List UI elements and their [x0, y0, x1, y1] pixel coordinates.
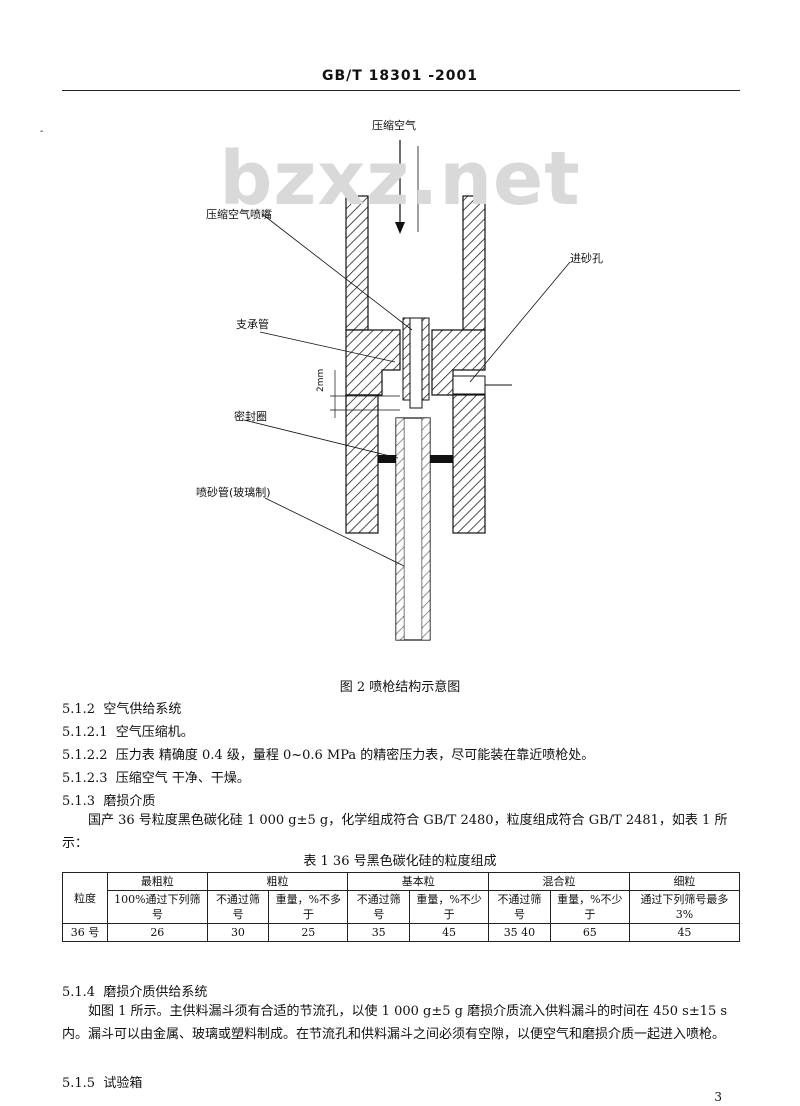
body-mid-left — [345, 329, 401, 396]
header-rule — [62, 90, 740, 91]
group-header: 基本粒 — [347, 872, 490, 891]
section-5-1-3: 5.1.3 磨损介质 — [62, 790, 155, 809]
section-5-1-2-1: 5.1.2.1 空气压缩机。 — [62, 721, 194, 740]
group-header: 最粗粒 — [107, 872, 208, 891]
section-5-1-2-2: 5.1.2.2 压力表 精确度 0.4 级，量程 0~0.6 MPa 的精密压力… — [62, 744, 594, 763]
table-cell: 36 号 — [62, 923, 108, 942]
label-sand-tube: 喷砂管(玻璃制) — [196, 486, 271, 499]
section-5-1-4: 5.1.4 磨损介质供给系统 — [62, 981, 207, 1000]
section-number: 5.1.3 — [62, 794, 96, 809]
section-text: 空气供给系统 — [103, 702, 182, 717]
table-cell: 65 — [549, 923, 630, 942]
section-text: 压力表 精确度 0.4 级，量程 0~0.6 MPa 的精密压力表，尽可能装在靠… — [115, 748, 595, 763]
label-seal-ring: 密封圈 — [234, 410, 267, 423]
table-cell: 35 40 — [488, 923, 551, 942]
paragraph-5-1-4: 如图 1 所示。主供料漏斗须有合适的节流孔，以使 1 000 g±5 g 磨损介… — [62, 1004, 728, 1042]
label-2mm: 2mm — [316, 368, 326, 392]
page-number: 3 — [714, 1090, 722, 1104]
table-cell: 45 — [408, 923, 490, 942]
table-cell: 30 — [206, 923, 270, 942]
table-row: 36 号 26 30 25 35 45 35 40 65 45 — [62, 923, 741, 942]
subheader: 重量，%不少于 — [408, 890, 490, 924]
table-caption: 表 1 36 号黑色碳化硅的粒度组成 — [303, 854, 497, 869]
body-lower-right — [452, 394, 486, 534]
group-header: 粗粒 — [206, 872, 349, 891]
section-number: 5.1.2.2 — [62, 748, 108, 763]
subheader: 不通过筛 号 — [488, 890, 551, 924]
body-mid-right — [431, 329, 486, 396]
section-5-1-5: 5.1.5 试验箱 — [62, 1072, 142, 1091]
label-support-tube: 支承管 — [236, 318, 269, 331]
table-cell: 26 — [107, 923, 208, 942]
subheader: 100%通过下列筛号 — [107, 890, 208, 924]
section-number: 5.1.4 — [62, 985, 96, 1000]
table-cell: 45 — [628, 923, 741, 942]
page-header: GB/T 18301 -2001 — [321, 68, 479, 84]
paragraph-5-1-3: 国产 36 号粒度黑色碳化硅 1 000 g±5 g，化学组成符合 GB/T 2… — [62, 813, 728, 851]
sand-inlet-hole — [452, 375, 486, 395]
air-inlet-arrow — [395, 140, 419, 234]
table-header-row: 粒度 最粗粒 粗粒 基本粒 混合粒 细粒 — [62, 872, 741, 924]
section-number: 5.1.5 — [62, 1076, 96, 1091]
section-5-1-2: 5.1.2 空气供给系统 — [62, 698, 181, 717]
section-number: 5.1.2.3 — [62, 771, 108, 786]
watermark: bzxz.net — [219, 136, 581, 222]
body-lower-left — [345, 394, 379, 534]
subheader: 重量，%不少于 — [549, 890, 630, 924]
group-header: 细粒 — [628, 872, 741, 891]
grain-size-table: 粒度 最粗粒 粗粒 基本粒 混合粒 细粒 100%通过下列筛号 不通过筛 号 重… — [62, 872, 741, 942]
section-text: 磨损介质 — [103, 794, 156, 809]
subheader: 不通过筛 号 — [347, 890, 410, 924]
label-air-nozzle: 压缩空气喷嘴 — [206, 208, 272, 221]
margin-mark: - — [40, 126, 44, 137]
label-sand-inlet: 进砂孔 — [570, 252, 603, 265]
section-text: 空气压缩机。 — [115, 725, 194, 740]
section-number: 5.1.2 — [62, 702, 96, 717]
section-text: 压缩空气 干净、干燥。 — [115, 771, 250, 786]
figure-caption: 图 2 喷枪结构示意图 — [339, 680, 461, 695]
row-header: 粒度 — [62, 872, 108, 924]
section-text: 试验箱 — [103, 1076, 143, 1091]
section-number: 5.1.2.1 — [62, 725, 108, 740]
subheader: 通过下列筛号最多 3% — [628, 890, 741, 924]
table-cell: 35 — [347, 923, 410, 942]
label-compressed-air: 压缩空气 — [372, 119, 416, 132]
subheader: 不通过筛 号 — [206, 890, 270, 924]
subheader: 重量，%不多于 — [268, 890, 349, 924]
group-header: 混合粒 — [488, 872, 630, 891]
table-cell: 25 — [268, 923, 349, 942]
spray-gun-diagram — [243, 140, 571, 641]
table-subheader-row: 100%通过下列筛号 不通过筛 号 重量，%不多于 不通过筛 号 重量，%不少于… — [63, 890, 741, 924]
section-text: 磨损介质供给系统 — [103, 985, 208, 1000]
section-5-1-2-3: 5.1.2.3 压缩空气 干净、干燥。 — [62, 767, 250, 786]
